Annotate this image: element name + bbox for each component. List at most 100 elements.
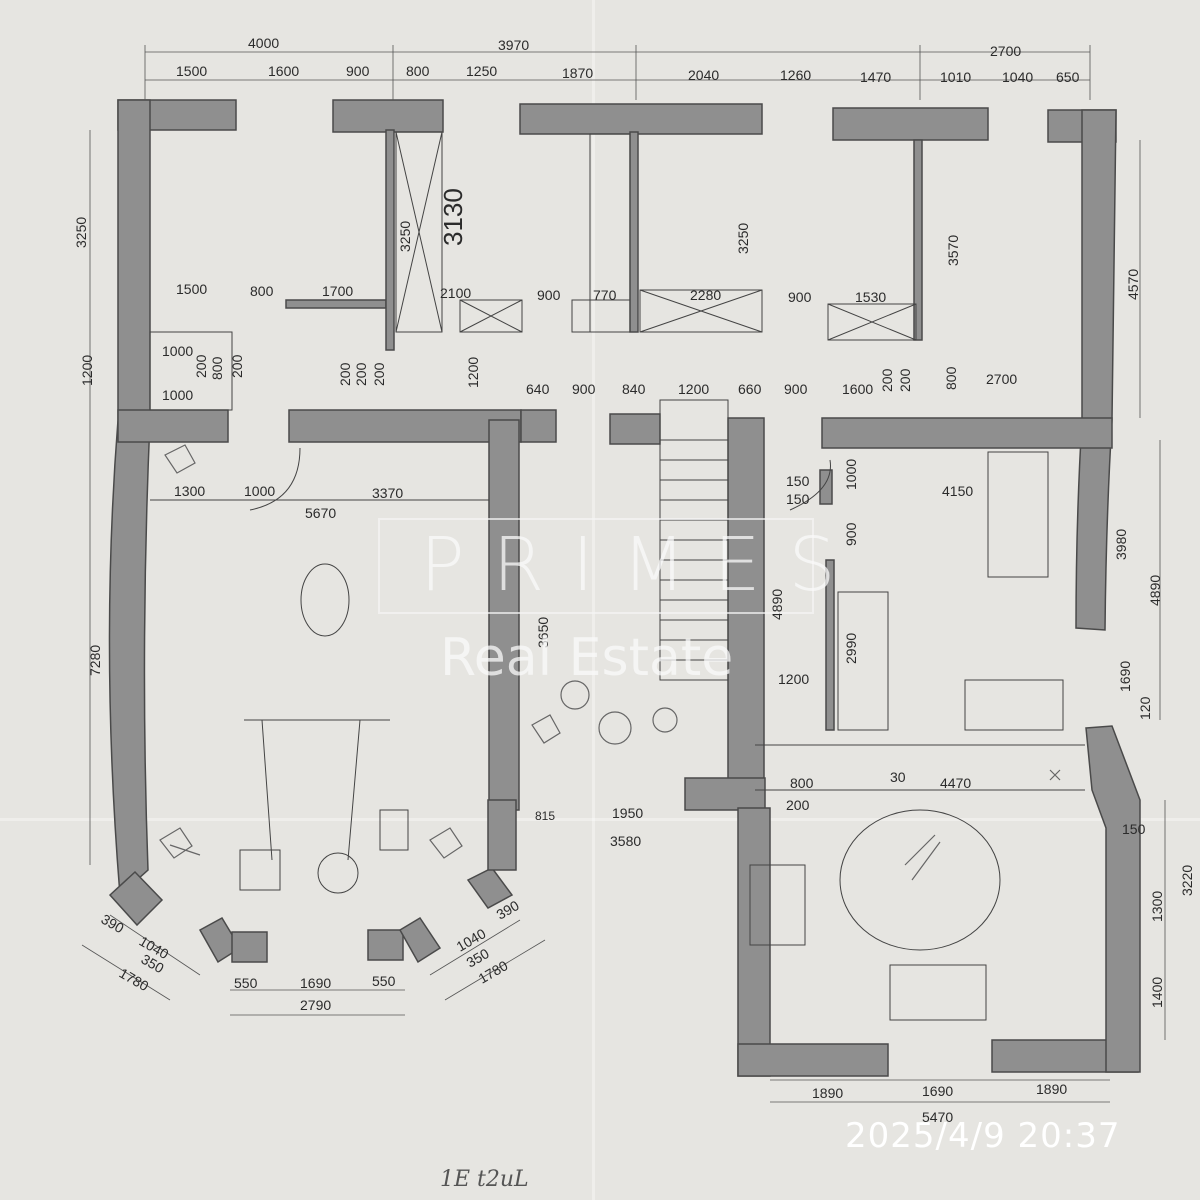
- wall-bay-6: [466, 867, 514, 909]
- dim-stair-5: 660: [738, 381, 762, 397]
- dim-room-5: 900: [537, 287, 561, 303]
- watermark-subtitle: Real Estate: [440, 628, 734, 688]
- wall-small-3: [629, 131, 639, 333]
- dim-corr-2: 1000: [162, 387, 193, 403]
- wall-mid-stair-left: [520, 409, 557, 443]
- round-table-sketch: [904, 834, 941, 881]
- wall-bay-1: [108, 870, 164, 927]
- wall-mid-right: [821, 417, 1113, 449]
- dim-center-5: 3580: [610, 833, 641, 849]
- wall-left-outer: [108, 99, 151, 897]
- dim-bottom-3: 1890: [1036, 1081, 1067, 1097]
- closet-4: [827, 303, 917, 341]
- wall-small-2: [385, 129, 395, 351]
- paper-fold-horizontal: [0, 818, 1200, 821]
- dim-stair-2: 900: [572, 381, 596, 397]
- wall-bay-7: [487, 799, 517, 871]
- plant-3: [531, 714, 561, 744]
- dim-corr-8: 200: [371, 362, 387, 386]
- dim-stair-9: 200: [897, 368, 913, 392]
- wall-lower-bottom-1: [737, 1043, 889, 1077]
- dim-height-6: 4570: [1125, 269, 1141, 300]
- lamp-mark: [1049, 769, 1061, 781]
- wall-right-outer-upper: [1075, 109, 1117, 631]
- bay-dim-lines: [230, 989, 405, 1016]
- wall-bay-4: [367, 929, 404, 961]
- dim-right-9: 4890: [1147, 575, 1163, 606]
- dimension-labels: 4000 3970 2700 1500 1600 900 800 1250 18…: [73, 35, 1195, 1192]
- dim-height-4: 3250: [735, 223, 751, 254]
- dim-top-total-3: 2700: [990, 43, 1021, 59]
- dim-room-3: 1700: [322, 283, 353, 299]
- dim-top-seg-3: 900: [346, 63, 370, 79]
- dim-corr-1: 1000: [162, 343, 193, 359]
- dim-corr-7: 200: [353, 362, 369, 386]
- dim-bath-2: 200: [786, 797, 810, 813]
- watermark-box: [378, 518, 814, 614]
- armchair-2: [239, 849, 281, 891]
- dim-top-seg-8: 1260: [780, 67, 811, 83]
- walls: [108, 99, 1141, 1077]
- dim-top-seg-10: 1010: [940, 69, 971, 85]
- dim-right-11: 120: [1137, 696, 1153, 720]
- corridor-niche: [149, 331, 233, 411]
- dim-center-1: 3650: [535, 617, 551, 648]
- dim-top-seg-5: 1250: [466, 63, 497, 79]
- dim-bath-1: 800: [790, 775, 814, 791]
- plant-4: [164, 444, 196, 474]
- wall-top-4: [832, 107, 989, 141]
- dim-center-4: 1950: [612, 805, 643, 821]
- wall-mid-hall: [288, 409, 522, 443]
- dim-stair-1: 640: [526, 381, 550, 397]
- dim-stair-7: 1600: [842, 381, 873, 397]
- dim-right-10: 1690: [1117, 661, 1133, 692]
- dim-corr-5: 200: [229, 354, 245, 378]
- dim-bottom-1: 1890: [812, 1085, 843, 1101]
- dim-bay-6: 1690: [300, 975, 331, 991]
- wall-top-2: [332, 99, 444, 133]
- top-dim-lines: [145, 51, 1090, 81]
- dim-bottom-2: 1690: [922, 1083, 953, 1099]
- plant-1: [159, 827, 201, 859]
- dim-bath-5: 150: [1122, 821, 1146, 837]
- dim-top-total-2: 3970: [498, 37, 529, 53]
- stair-steps: [660, 439, 728, 661]
- photo-timestamp: 2025/4/9 20:37: [845, 1116, 1121, 1156]
- dim-right-5: 900: [843, 522, 859, 546]
- dim-corr-10: 1200: [465, 357, 481, 388]
- wall-lower-left: [737, 807, 771, 1077]
- wall-small-4: [913, 139, 923, 341]
- dim-hall-5: 7280: [87, 645, 103, 676]
- dim-stair-8: 200: [879, 368, 895, 392]
- closet-1: [459, 299, 523, 333]
- dim-top-seg-12: 650: [1056, 69, 1080, 85]
- wall-small-5: [825, 559, 835, 731]
- dim-bay-5: 550: [234, 975, 258, 991]
- door-arc-2: [789, 459, 831, 511]
- wall-stair-right: [727, 417, 765, 791]
- dim-stair-4: 1200: [678, 381, 709, 397]
- dim-stair-3: 840: [622, 381, 646, 397]
- dim-height-5: 3570: [945, 235, 961, 266]
- dim-stair-6: 900: [784, 381, 808, 397]
- fireplace-outline: [749, 864, 806, 946]
- handwritten-note: 1E t2uL: [440, 1167, 529, 1192]
- dim-center-3: 815: [535, 809, 555, 823]
- dim-right-6: 2990: [843, 633, 859, 664]
- dim-room-7: 2280: [690, 287, 721, 303]
- dim-top-seg-2: 1600: [268, 63, 299, 79]
- dim-hall-4: 5670: [305, 505, 336, 521]
- dim-top-seg-6: 1870: [562, 65, 593, 81]
- dim-corr-6: 200: [337, 362, 353, 386]
- dim-right-4: 4150: [942, 483, 973, 499]
- dim-stair-11: 2700: [986, 371, 1017, 387]
- stool-3: [652, 707, 678, 733]
- dim-bottom-6: 1400: [1149, 977, 1165, 1008]
- bottom-dim-lines: [770, 1079, 1110, 1103]
- round-table-outline: [839, 809, 1001, 951]
- dim-height-3: 3130: [438, 188, 468, 246]
- dim-corr-4: 800: [209, 356, 225, 380]
- closet-2: [571, 299, 631, 333]
- dim-hall-3: 3370: [372, 485, 403, 501]
